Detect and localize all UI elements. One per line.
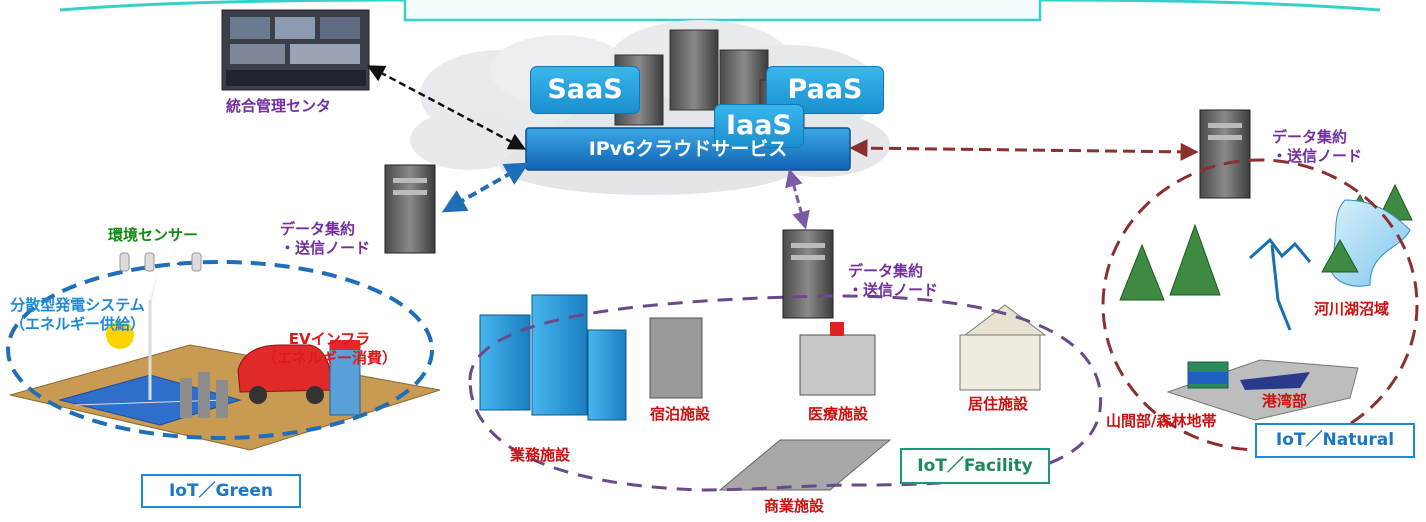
facility-zone-boundary <box>468 294 1103 492</box>
port-area-label: 港湾部 <box>1262 392 1308 410</box>
natural-scene <box>1119 183 1413 421</box>
mountain-forest-label: 山間部/森林地帯 <box>1106 412 1217 430</box>
node-left-line1: データ集約 <box>280 220 356 238</box>
server-left <box>384 164 436 254</box>
tag-iot-green: IoT／Green <box>141 474 301 508</box>
node-left-line2: ・送信ノード <box>280 238 371 257</box>
top-frame <box>59 0 1381 22</box>
paas-badge: PaaS <box>766 66 884 114</box>
node-right-line1: データ集約 <box>1272 128 1348 146</box>
distributed-power-label: 分散型発電システム （エネルギー供給） <box>10 296 145 334</box>
medical-facility-label: 医療施設 <box>808 405 869 423</box>
sensors: ・・ <box>119 252 202 272</box>
node-middle-label: データ集約 ・送信ノード <box>848 262 938 300</box>
distributed-power-line2: （エネルギー供給） <box>10 314 146 333</box>
tag-iot-natural: IoT／Natural <box>1255 423 1415 458</box>
iaas-badge: IaaS <box>714 104 804 148</box>
server-middle <box>782 229 834 319</box>
green-zone-boundary <box>6 260 434 440</box>
residential-facility-label: 居住施設 <box>968 395 1029 413</box>
link-left <box>441 162 530 213</box>
node-middle-line2: ・送信ノード <box>848 280 939 299</box>
tag-iot-facility: IoT／Facility <box>900 448 1050 484</box>
ev-infra-label: EVインフラ （エネルギー消費） <box>262 330 397 368</box>
node-right-line2: ・送信ノード <box>1272 146 1363 165</box>
node-right-label: データ集約 ・送信ノード <box>1272 128 1362 166</box>
server-right <box>1199 109 1251 199</box>
service-bar-label: IPv6クラウドサービス <box>588 138 788 160</box>
env-sensor-label: 環境センサー <box>108 226 199 244</box>
ev-infra-line2: （エネルギー消費） <box>262 348 398 367</box>
ev-infra-line1: EVインフラ <box>288 330 371 348</box>
node-left-label: データ集約 ・送信ノード <box>280 220 370 258</box>
mgmt-link <box>366 65 527 150</box>
svg-text:・・: ・・ <box>172 257 196 271</box>
link-right <box>849 139 1199 161</box>
node-middle-line1: データ集約 <box>848 262 924 280</box>
control-room-image <box>221 9 370 91</box>
link-middle <box>785 168 810 230</box>
saas-badge: SaaS <box>530 66 640 114</box>
distributed-power-line1: 分散型発電システム <box>10 296 145 314</box>
management-center-label: 統合管理センタ <box>226 97 332 115</box>
commercial-facility-label: 商業施設 <box>764 497 825 515</box>
river-area-label: 河川湖沼域 <box>1314 300 1390 318</box>
lodging-facility-label: 宿泊施設 <box>650 405 711 423</box>
business-facility-label: 業務施設 <box>510 446 571 464</box>
